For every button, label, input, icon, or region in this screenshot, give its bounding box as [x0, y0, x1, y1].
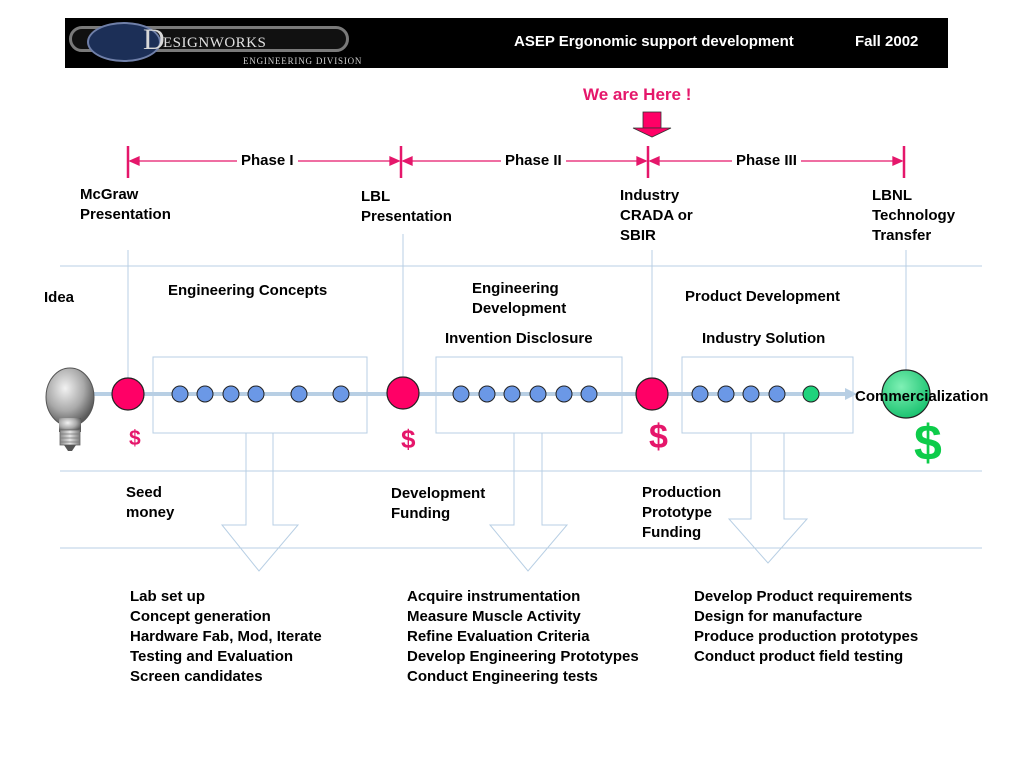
dollar-green-icon: $ — [914, 415, 942, 471]
we-are-here-arrow-icon — [632, 111, 672, 138]
phase-label-2: Phase II — [501, 151, 566, 171]
stage-label-commercialization: Commercialization — [855, 388, 989, 405]
milestone-node — [386, 376, 420, 410]
timeline-arrowhead-icon — [845, 388, 857, 400]
milestone-label-lbl: LBL Presentation — [361, 188, 452, 225]
task-list-phase2: Acquire instrumentation Measure Muscle A… — [407, 588, 639, 685]
page-title: ASEP Ergonomic support development — [514, 33, 794, 50]
stage-label-industry-solution: Industry Solution — [702, 330, 826, 347]
phase-label-3: Phase III — [732, 151, 801, 171]
milestone-node — [111, 377, 145, 411]
funding-label-development: Development Funding — [391, 485, 486, 522]
logo-emblem-icon — [87, 22, 161, 62]
progress-dot — [768, 385, 786, 403]
milestone-label-mcgraw: McGraw Presentation — [80, 186, 171, 223]
progress-dot — [452, 385, 470, 403]
progress-dot — [580, 385, 598, 403]
lightbulb-icon — [45, 367, 95, 451]
logo-name: ESIGNWORKS — [163, 35, 267, 51]
progress-dot — [717, 385, 735, 403]
progress-dot — [332, 385, 350, 403]
phase1-dots — [171, 385, 350, 403]
stage-label-product-dev: Product Development — [685, 288, 841, 305]
phase2-dots — [452, 385, 598, 403]
dollar-icon: $ — [401, 424, 416, 454]
progress-dot — [290, 385, 308, 403]
progress-dot — [171, 385, 189, 403]
header-banner: D ESIGNWORKS ENGINEERING DIVISION ASEP E… — [65, 18, 948, 68]
milestone-label-lbnl: LBNL Technology Transfer — [872, 187, 956, 244]
down-arrow-icon — [727, 433, 809, 564]
logo-letter: D — [143, 23, 165, 56]
funding-label-seed: Seed money — [126, 484, 175, 521]
progress-dot — [529, 385, 547, 403]
dollar-icon: $ — [649, 418, 668, 456]
progress-dot — [196, 385, 214, 403]
phase-label-1: Phase I — [237, 151, 298, 171]
we-are-here-label: We are Here ! — [583, 85, 692, 104]
milestone-label-industry: Industry CRADA or SBIR — [620, 187, 693, 244]
logo-division: ENGINEERING DIVISION — [243, 56, 363, 66]
down-arrow-icon — [220, 433, 300, 572]
progress-dot — [691, 385, 709, 403]
stage-label-invention: Invention Disclosure — [445, 330, 593, 347]
progress-dot-green — [802, 385, 820, 403]
task-list-phase1: Lab set up Concept generation Hardware F… — [130, 588, 322, 685]
stage-label-eng-dev: Engineering Development — [472, 280, 567, 317]
progress-dot — [555, 385, 573, 403]
progress-dot — [742, 385, 760, 403]
progress-dot — [247, 385, 265, 403]
funding-label-production: Production Prototype Funding — [642, 484, 722, 541]
phase3-dots — [691, 385, 786, 403]
milestone-node — [635, 377, 669, 411]
commercialization-node — [881, 369, 931, 419]
progress-dot — [222, 385, 240, 403]
stage-label-concepts: Engineering Concepts — [168, 282, 328, 299]
progress-dot — [478, 385, 496, 403]
page-date: Fall 2002 — [855, 33, 919, 50]
task-list-phase3: Develop Product requirements Design for … — [694, 588, 919, 665]
stage-label-idea: Idea — [44, 289, 75, 306]
dollar-icon: $ — [129, 427, 141, 450]
down-arrow-icon — [488, 433, 569, 572]
progress-dot — [503, 385, 521, 403]
